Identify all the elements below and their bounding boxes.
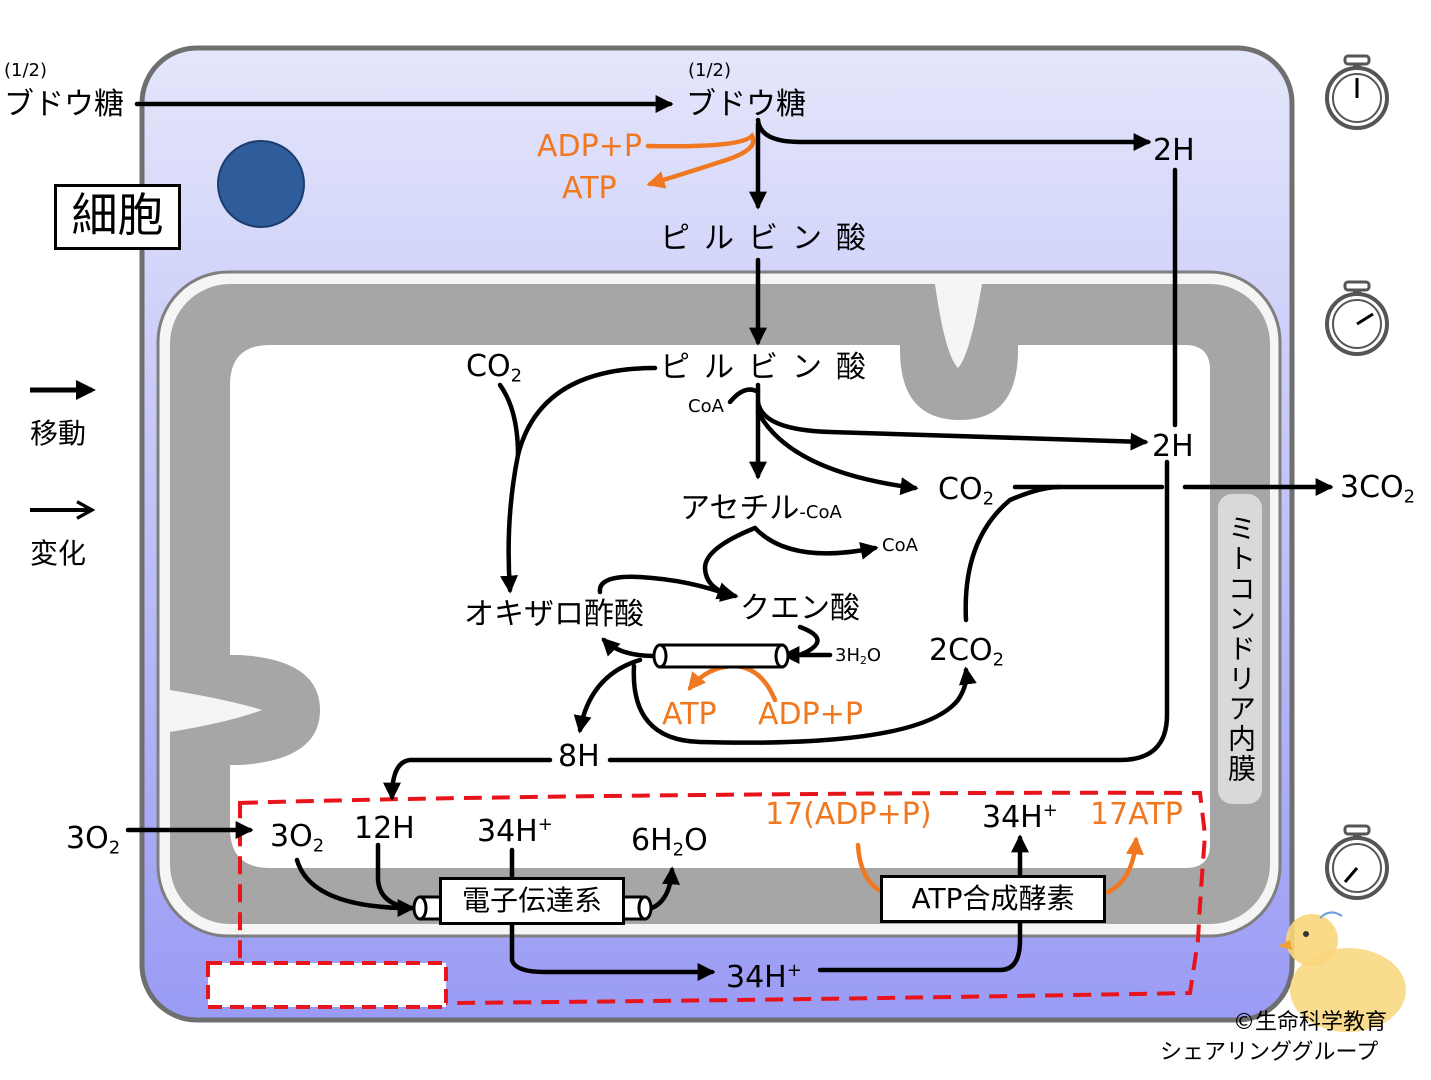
adp-p-cycle: ADP+P (758, 697, 863, 732)
crista-top-lumen (935, 284, 982, 368)
arrow-etc-to-water (649, 866, 681, 911)
inner-membrane-label: ミトコンドリア内膜 (1218, 494, 1262, 804)
arrow-cycle-to-2co2 (631, 663, 977, 745)
h-plus-34-right: 34H+ (982, 799, 1058, 835)
twelve-h: 12H (354, 811, 415, 846)
h-plus-34-bottom: 34H+ (726, 959, 802, 995)
arrow-pyruvate-to-2h-mid (755, 399, 1149, 451)
glucose-inside: ブドウ糖 (686, 87, 806, 122)
duck-icon (1278, 911, 1406, 1032)
arrow-o2-to-etc (294, 857, 416, 917)
electron-transport-chain-box: 電子伝達系 (439, 877, 625, 925)
two-h-top: 2H (1153, 133, 1195, 168)
arrow-34h-bottom-to-synthase (817, 920, 1023, 973)
two-co2: 2CO2 (929, 633, 1005, 671)
citrate: クエン酸 (740, 591, 860, 626)
atp-synthase-box: ATP合成酵素 (880, 875, 1106, 923)
arrow-8h-to-12h (383, 757, 553, 801)
blank-answer-box (206, 961, 448, 1009)
arrow-oxaloacetate-to-citrate (597, 574, 736, 600)
legend-change-label: 変化 (30, 537, 87, 570)
arrow-pyruvate-to-co2 (755, 409, 919, 496)
copyright-line2: シェアリンググループ (1160, 1040, 1379, 1065)
h-plus-34-left: 34H+ (477, 813, 553, 849)
arrow-adp-to-atp-glycolysis (645, 132, 756, 189)
two-h-mid: 2H (1152, 429, 1194, 464)
arrow-cycle-to-oxaloacetate (601, 637, 658, 659)
crista-left-lumen (170, 690, 262, 732)
arrow-co2-left-merge (497, 382, 521, 458)
arrow-citrate-down (797, 624, 820, 658)
arrow-etc-to-34h-bottom (509, 922, 716, 981)
glucose-outside-fraction: (1/2) (4, 60, 48, 81)
eight-h: 8H (558, 739, 600, 774)
water-input: 3H2O (835, 645, 882, 668)
glucose-outside: ブドウ糖 (4, 87, 124, 122)
pyruvate-cytoplasm: ピルビン酸 (660, 221, 880, 256)
arrow-2co2-to-co2 (963, 484, 1063, 623)
mitochondrion-matrix (230, 345, 1210, 868)
glucose-inside-fraction: (1/2) (688, 60, 732, 81)
atp-glycolysis: ATP (562, 171, 617, 206)
arrow-synthase-to-atp17 (1105, 836, 1144, 895)
coa-label-1: CoA (688, 396, 724, 417)
arrow-2h-mid-down (607, 459, 1170, 763)
arrow-coa-in (727, 387, 761, 405)
enzyme-region-outline (238, 790, 1208, 1005)
arrow-cycle-to-8h (573, 657, 643, 734)
legend-move-label: 移動 (30, 417, 87, 450)
adp-p-17: 17(ADP+P) (765, 797, 932, 832)
stopwatch-icon (1325, 824, 1389, 900)
copyright-line1: ©生命科学教育 (1233, 1010, 1388, 1035)
co2-left: CO2 (466, 349, 523, 387)
cell-label: 細胞 (54, 184, 181, 250)
oxaloacetate: オキザロ酢酸 (464, 597, 644, 632)
arrow-12h-to-etc (375, 842, 415, 911)
adp-p-glycolysis: ADP+P (537, 129, 642, 164)
water-out: 6H2O (631, 823, 708, 861)
co2-mid: CO2 (938, 472, 995, 510)
arrow-acetyl-to-coa (752, 525, 879, 560)
pyruvate-matrix: ピルビン酸 (660, 350, 880, 385)
o2-outside: 3O2 (66, 821, 121, 859)
three-co2-out: 3CO2 (1340, 470, 1416, 508)
atp-cycle: ATP (662, 697, 717, 732)
krebs-cylinder (652, 643, 790, 669)
coa-label-2: CoA (882, 535, 918, 556)
arrow-adp17-to-synthase (855, 842, 885, 895)
acetyl-coa: アセチル-CoA (680, 491, 842, 526)
atp-17: 17ATP (1090, 797, 1183, 832)
nucleus-icon (217, 140, 305, 228)
stopwatch-icon (1325, 280, 1389, 356)
stopwatch-icon (1325, 54, 1389, 130)
o2-inside: 3O2 (270, 819, 325, 857)
